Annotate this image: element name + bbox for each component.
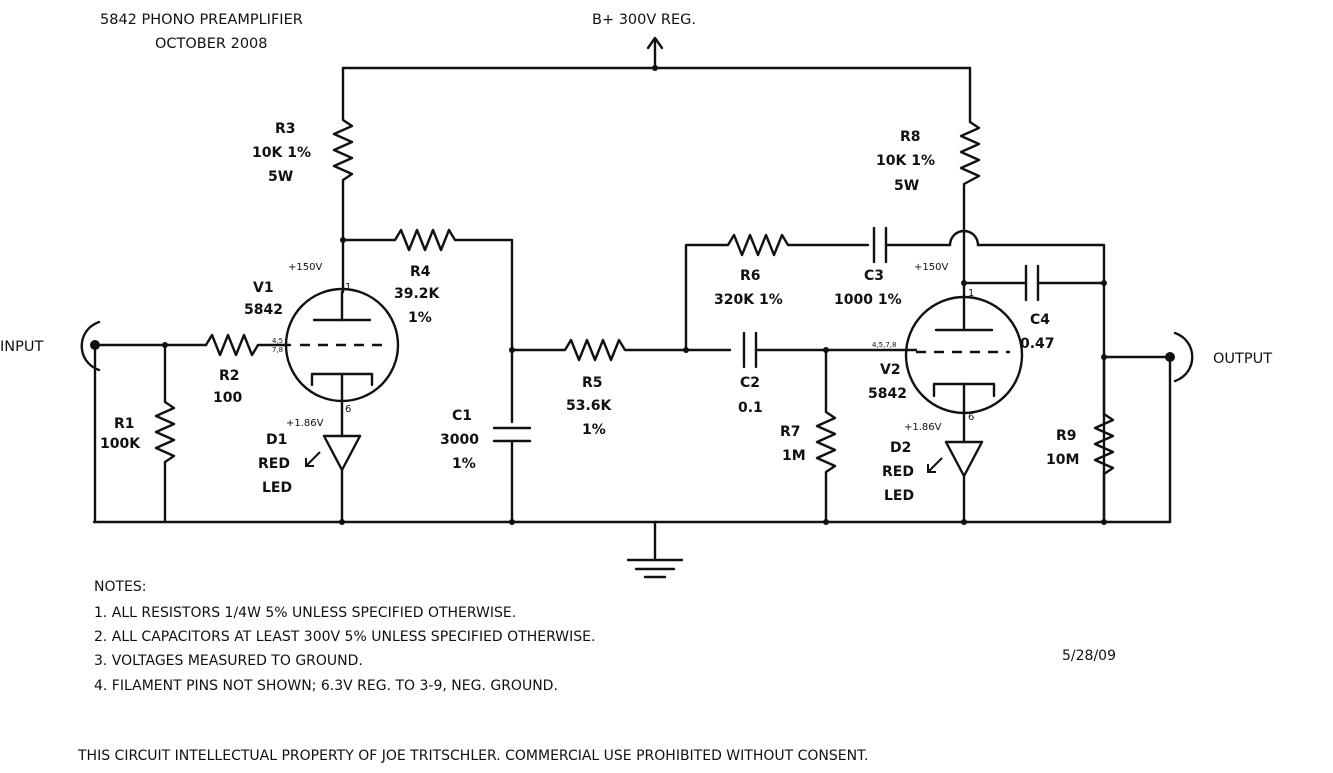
c4-ref: C4 [1030,312,1050,328]
r8-resistor [959,66,981,299]
r7-resistor [815,348,837,525]
v2-ref: V2 [880,362,901,378]
output-label: OUTPUT [1213,351,1272,367]
r3-value: 10K 1% [252,145,311,161]
r6-value: 320K 1% [714,292,783,308]
r4-ref: R4 [410,264,431,280]
r5-value: 53.6K [566,398,613,414]
r1-resistor [154,343,176,524]
d2-line1: RED [882,464,914,480]
r4-value: 39.2K [394,286,441,302]
c3-ref: C3 [864,268,884,284]
v1-pin-cathode: 6 [345,404,351,415]
v1-tube [284,287,400,403]
note-1: 1. ALL RESISTORS 1/4W 5% UNLESS SPECIFIE… [94,605,516,621]
r8-rating: 5W [894,178,919,194]
c2-capacitor [742,331,918,369]
output-jack [1165,331,1194,524]
v1-pin-grid2: 7,8 [272,346,283,354]
input-jack [80,320,101,524]
r2-resistor [204,333,292,357]
v1-ref: V1 [253,280,274,296]
input-label: INPUT [0,339,43,355]
d1-led [305,399,362,525]
v1-value: 5842 [244,302,283,318]
r5-tol: 1% [582,422,606,438]
r7-ref: R7 [780,424,801,440]
r3-ref: R3 [275,121,296,137]
r9-ref: R9 [1056,428,1077,444]
c2-value: 0.1 [738,400,763,416]
c3-value: 1000 1% [834,292,902,308]
d2-ref: D2 [890,440,911,456]
v1-plate-voltage: +150V [288,262,322,273]
c4-value: 0.47 [1020,336,1055,352]
r5-resistor [510,338,732,362]
r4-tol: 1% [408,310,432,326]
r1-value: 100K [100,436,141,452]
r2-value: 100 [213,390,242,406]
r2-ref: R2 [219,368,240,384]
r9-resistor [1093,355,1115,525]
title-date: OCTOBER 2008 [155,36,268,52]
r6-ref: R6 [740,268,761,284]
r5-ref: R5 [582,375,603,391]
d2-line2: LED [884,488,914,504]
footer-ip-notice: THIS CIRCUIT INTELLECTUAL PROPERTY OF JO… [77,748,868,764]
v2-cathode-voltage: +1.86V [904,422,942,433]
v2-pin-cathode: 6 [968,412,974,423]
c1-ref: C1 [452,408,472,424]
v1-pin-grid: 4,5 [272,337,283,345]
c1-value: 3000 [440,432,479,448]
v2-tube [904,295,1024,415]
r8-value: 10K 1% [876,153,935,169]
note-4: 4. FILAMENT PINS NOT SHOWN; 6.3V REG. TO… [94,678,558,694]
d1-line2: LED [262,480,292,496]
ground-bus [92,520,1172,579]
revision-date: 5/28/09 [1062,648,1116,664]
notes-heading: NOTES: [94,579,147,595]
r7-value: 1M [782,448,806,464]
v2-pin-grid: 4,5,7,8 [872,341,897,349]
supply-label: B+ 300V REG. [592,12,696,28]
v1-cathode-voltage: +1.86V [286,418,324,429]
r3-resistor [332,66,354,294]
b-plus-rail [341,36,972,71]
r3-rating: 5W [268,169,293,185]
v2-pin-plate: 1 [968,288,974,299]
c2-ref: C2 [740,375,760,391]
r9-value: 10M [1046,452,1079,468]
d1-ref: D1 [266,432,287,448]
d2-led [927,411,984,525]
v2-plate-voltage: +150V [914,262,948,273]
note-3: 3. VOLTAGES MEASURED TO GROUND. [94,653,363,669]
note-2: 2. ALL CAPACITORS AT LEAST 300V 5% UNLES… [94,629,595,645]
r1-ref: R1 [114,416,135,432]
v2-value: 5842 [868,386,907,402]
output-wire [1101,354,1170,360]
d1-line1: RED [258,456,290,472]
r6-resistor [684,233,870,352]
r4-resistor [341,228,514,424]
r8-ref: R8 [900,129,921,145]
c1-tol: 1% [452,456,476,472]
title-name: 5842 PHONO PREAMPLIFIER [100,12,303,28]
c4-capacitor [962,264,1107,302]
v1-pin-plate: 1 [345,282,351,293]
